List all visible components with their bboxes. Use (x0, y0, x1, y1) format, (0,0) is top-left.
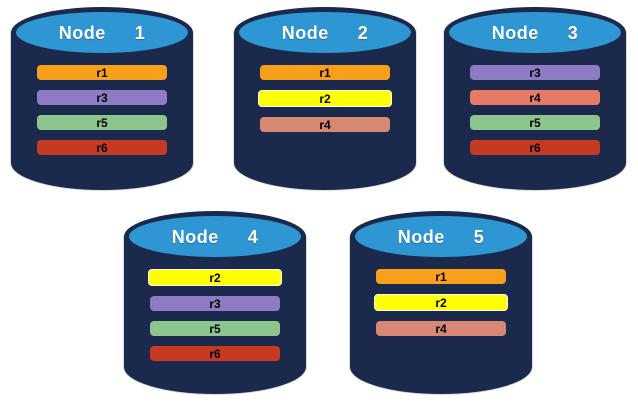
replica-list: r2 r3 r5 r6 (148, 269, 282, 361)
database-node-4: Node 4 r2 r3 r5 r6 (124, 211, 306, 394)
replica-bar-r6: r6 (37, 140, 167, 155)
cylinder-body (444, 32, 626, 190)
replica-bar-r2: r2 (258, 90, 392, 107)
cylinder-body (124, 236, 306, 394)
replica-bar-r2: r2 (148, 269, 282, 286)
cylinder-body (11, 32, 193, 190)
replica-bar-r3: r3 (470, 65, 600, 80)
replica-bar-r5: r5 (37, 115, 167, 130)
database-node-5: Node 5 r1 r2 r4 (350, 211, 532, 394)
replica-bar-r2: r2 (374, 294, 508, 311)
replica-bar-r3: r3 (37, 90, 167, 105)
database-node-2: Node 2 r1 r2 r4 (234, 7, 416, 190)
node-title: Node 3 (491, 22, 579, 43)
node-title: Node 4 (171, 226, 259, 247)
database-node-1: Node 1 r1 r3 r5 r6 (11, 7, 193, 190)
node-title: Node 1 (58, 22, 146, 43)
replica-list: r3 r4 r5 r6 (470, 65, 600, 155)
database-node-3: Node 3 r3 r4 r5 r6 (444, 7, 626, 190)
node-title: Node 2 (281, 22, 369, 43)
replica-bar-r6: r6 (470, 140, 600, 155)
cylinder-top-ellipse: Node 4 (124, 211, 306, 262)
replica-bar-r4: r4 (470, 90, 600, 105)
replica-bar-r5: r5 (150, 321, 280, 336)
cylinder-body (234, 32, 416, 190)
node-title: Node 5 (397, 226, 485, 247)
replica-bar-r4: r4 (260, 117, 390, 132)
replica-list: r1 r2 r4 (374, 269, 508, 336)
replica-list: r1 r2 r4 (258, 65, 392, 132)
replica-bar-r4: r4 (376, 321, 506, 336)
cylinder-body (350, 236, 532, 394)
replica-bar-r3: r3 (150, 296, 280, 311)
replica-bar-r1: r1 (260, 65, 390, 80)
replica-bar-r1: r1 (37, 65, 167, 80)
cylinder-top-ellipse: Node 3 (444, 7, 626, 58)
replica-bar-r5: r5 (470, 115, 600, 130)
cylinder-top-ellipse: Node 1 (11, 7, 193, 58)
replica-list: r1 r3 r5 r6 (37, 65, 167, 155)
replica-bar-r6: r6 (150, 346, 280, 361)
cylinder-top-ellipse: Node 5 (350, 211, 532, 262)
replica-bar-r1: r1 (376, 269, 506, 284)
cylinder-top-ellipse: Node 2 (234, 7, 416, 58)
